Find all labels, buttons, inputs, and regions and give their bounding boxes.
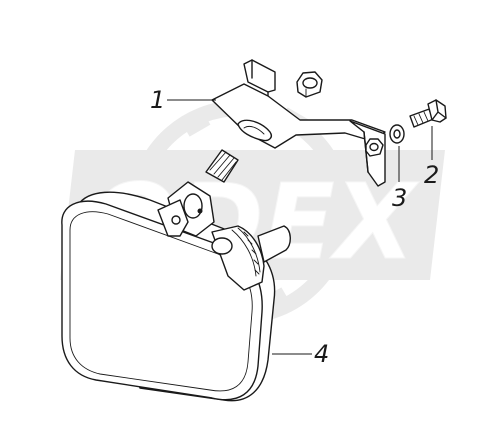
callout-4: 4 (272, 340, 329, 368)
callout-label-3: 3 (392, 184, 407, 212)
callout-label-2: 2 (424, 161, 439, 189)
lamp-part (61, 149, 291, 402)
callout-3: 3 (392, 146, 407, 212)
bolt-part (409, 99, 447, 128)
callout-1: 1 (150, 86, 216, 114)
nut-small (365, 138, 384, 157)
bracket-part (211, 59, 386, 187)
washer-part (389, 124, 405, 144)
callout-label-1: 1 (150, 86, 165, 114)
nut-top (296, 71, 323, 98)
callout-2: 2 (424, 126, 439, 189)
callout-label-4: 4 (314, 340, 329, 368)
